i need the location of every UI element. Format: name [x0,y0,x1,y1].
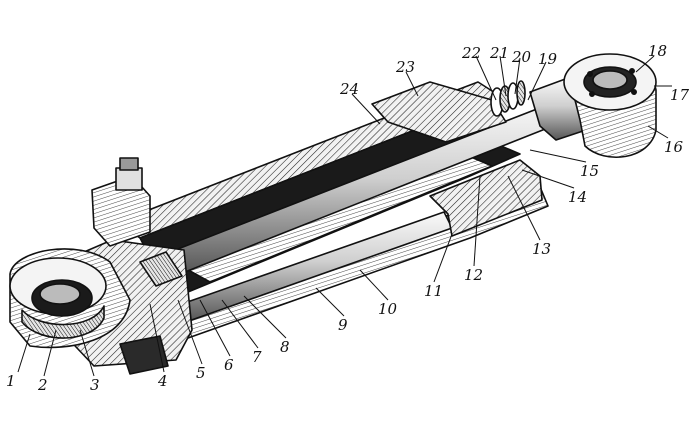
callout-12: 12 [464,266,483,284]
valve-port-cap [119,157,139,171]
callout-16: 16 [664,138,684,156]
callout-14: 14 [568,188,587,206]
right-eye-hole [630,89,637,96]
rod-end-housing [429,159,543,237]
right-eye-hole [628,68,635,75]
callout-24: 24 [339,80,359,98]
callout-17: 17 [670,86,690,104]
left-eye-bushing [21,305,105,339]
top-gland-block [371,81,507,143]
callout-labels: 1 2 3 4 5 6 7 8 9 10 11 12 13 14 15 16 1… [6,42,690,394]
right-eye-hole [586,71,593,78]
callout-2: 2 [37,376,48,394]
callout-15: 15 [580,162,599,180]
callout-18: 18 [648,42,667,60]
callout-5: 5 [196,364,206,382]
callout-1: 1 [6,372,16,390]
valve-port-nut [115,167,143,191]
callout-21: 21 [489,44,509,62]
bottom-lug [119,335,169,375]
callout-22: 22 [461,44,481,62]
callout-23: 23 [395,58,415,76]
callout-6: 6 [224,356,234,374]
callout-20: 20 [511,48,532,66]
gland-rings [490,80,526,117]
callout-8: 8 [280,338,290,356]
callout-4: 4 [157,372,168,390]
right-eye-hole [588,91,595,98]
callout-11: 11 [424,282,443,300]
callout-10: 10 [378,300,398,318]
callout-19: 19 [538,50,558,68]
callout-7: 7 [252,348,262,366]
leader-lines [17,55,672,377]
callout-3: 3 [90,376,100,394]
cylinder-drawing [9,53,657,375]
callout-9: 9 [338,316,348,334]
callout-13: 13 [532,240,551,258]
piston [139,251,183,287]
